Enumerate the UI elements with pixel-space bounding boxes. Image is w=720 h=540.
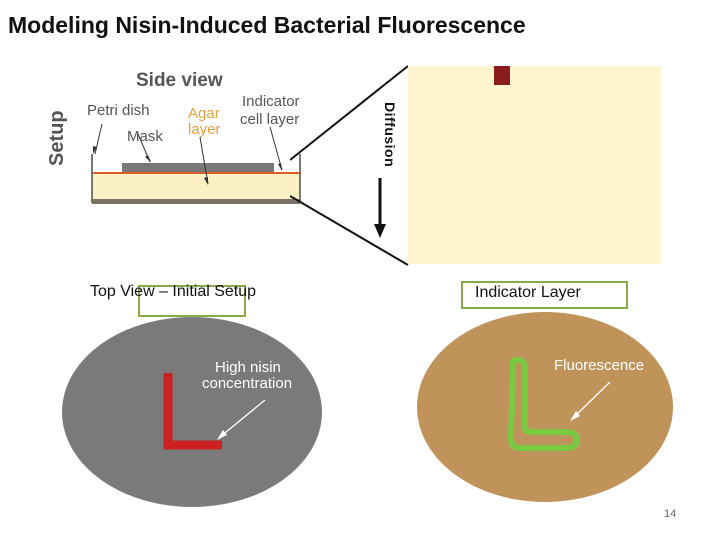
- setup-side-view-diagram: [50, 62, 330, 212]
- indicator-caption-box: [461, 281, 628, 309]
- diffusion-label: Diffusion: [382, 102, 398, 168]
- petri-dish-label: Petri dish: [87, 102, 150, 119]
- nisin-annotation-line1: High nisin: [215, 359, 281, 376]
- connector-lines: [290, 65, 409, 266]
- page-title: Modeling Nisin-Induced Bacterial Fluores…: [8, 12, 526, 38]
- page-number: 14: [664, 508, 677, 520]
- top-view-caption: Top View – Initial Setup: [90, 283, 257, 300]
- agar-label-line1: Agar: [188, 105, 220, 122]
- indicator-label-line2: cell layer: [240, 111, 300, 128]
- simulation-mask-mark: [494, 66, 510, 85]
- setup-section-label: Setup: [46, 110, 68, 166]
- caption-highlight-box: [138, 285, 246, 317]
- agar-label-line2: layer: [188, 121, 221, 138]
- indicator-layer-disk: [417, 312, 673, 502]
- fluorescence-annotation: Fluorescence: [554, 357, 645, 374]
- indicator-layer-caption: Indicator Layer: [475, 284, 581, 301]
- mask-label: Mask: [127, 128, 163, 145]
- side-view-label: Side view: [136, 70, 223, 91]
- nisin-annotation-line2: concentration: [202, 375, 293, 392]
- top-view-disk: [62, 317, 322, 507]
- indicator-label-line1: Indicator: [242, 93, 300, 110]
- simulation-panel: [408, 66, 661, 264]
